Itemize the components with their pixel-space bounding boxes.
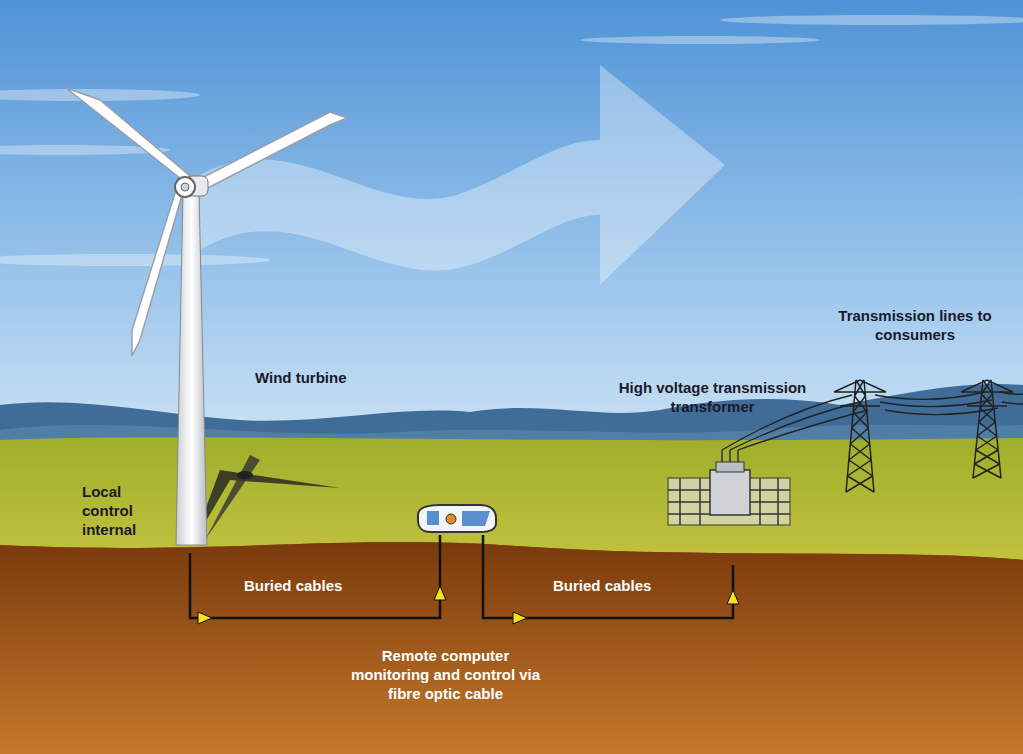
text-label: Buried cables: [244, 576, 364, 595]
pylon: [834, 380, 886, 492]
text-label: Transmission lines to consumers: [835, 306, 995, 344]
text-label: Remote computer monitoring and control v…: [348, 646, 543, 703]
pylon: [961, 380, 1013, 478]
text-label: Local control internal: [82, 482, 162, 539]
text-label: Buried cables: [553, 576, 673, 595]
text-label: Wind turbine: [255, 368, 395, 387]
text-label: High voltage transmission transformer: [610, 378, 815, 416]
